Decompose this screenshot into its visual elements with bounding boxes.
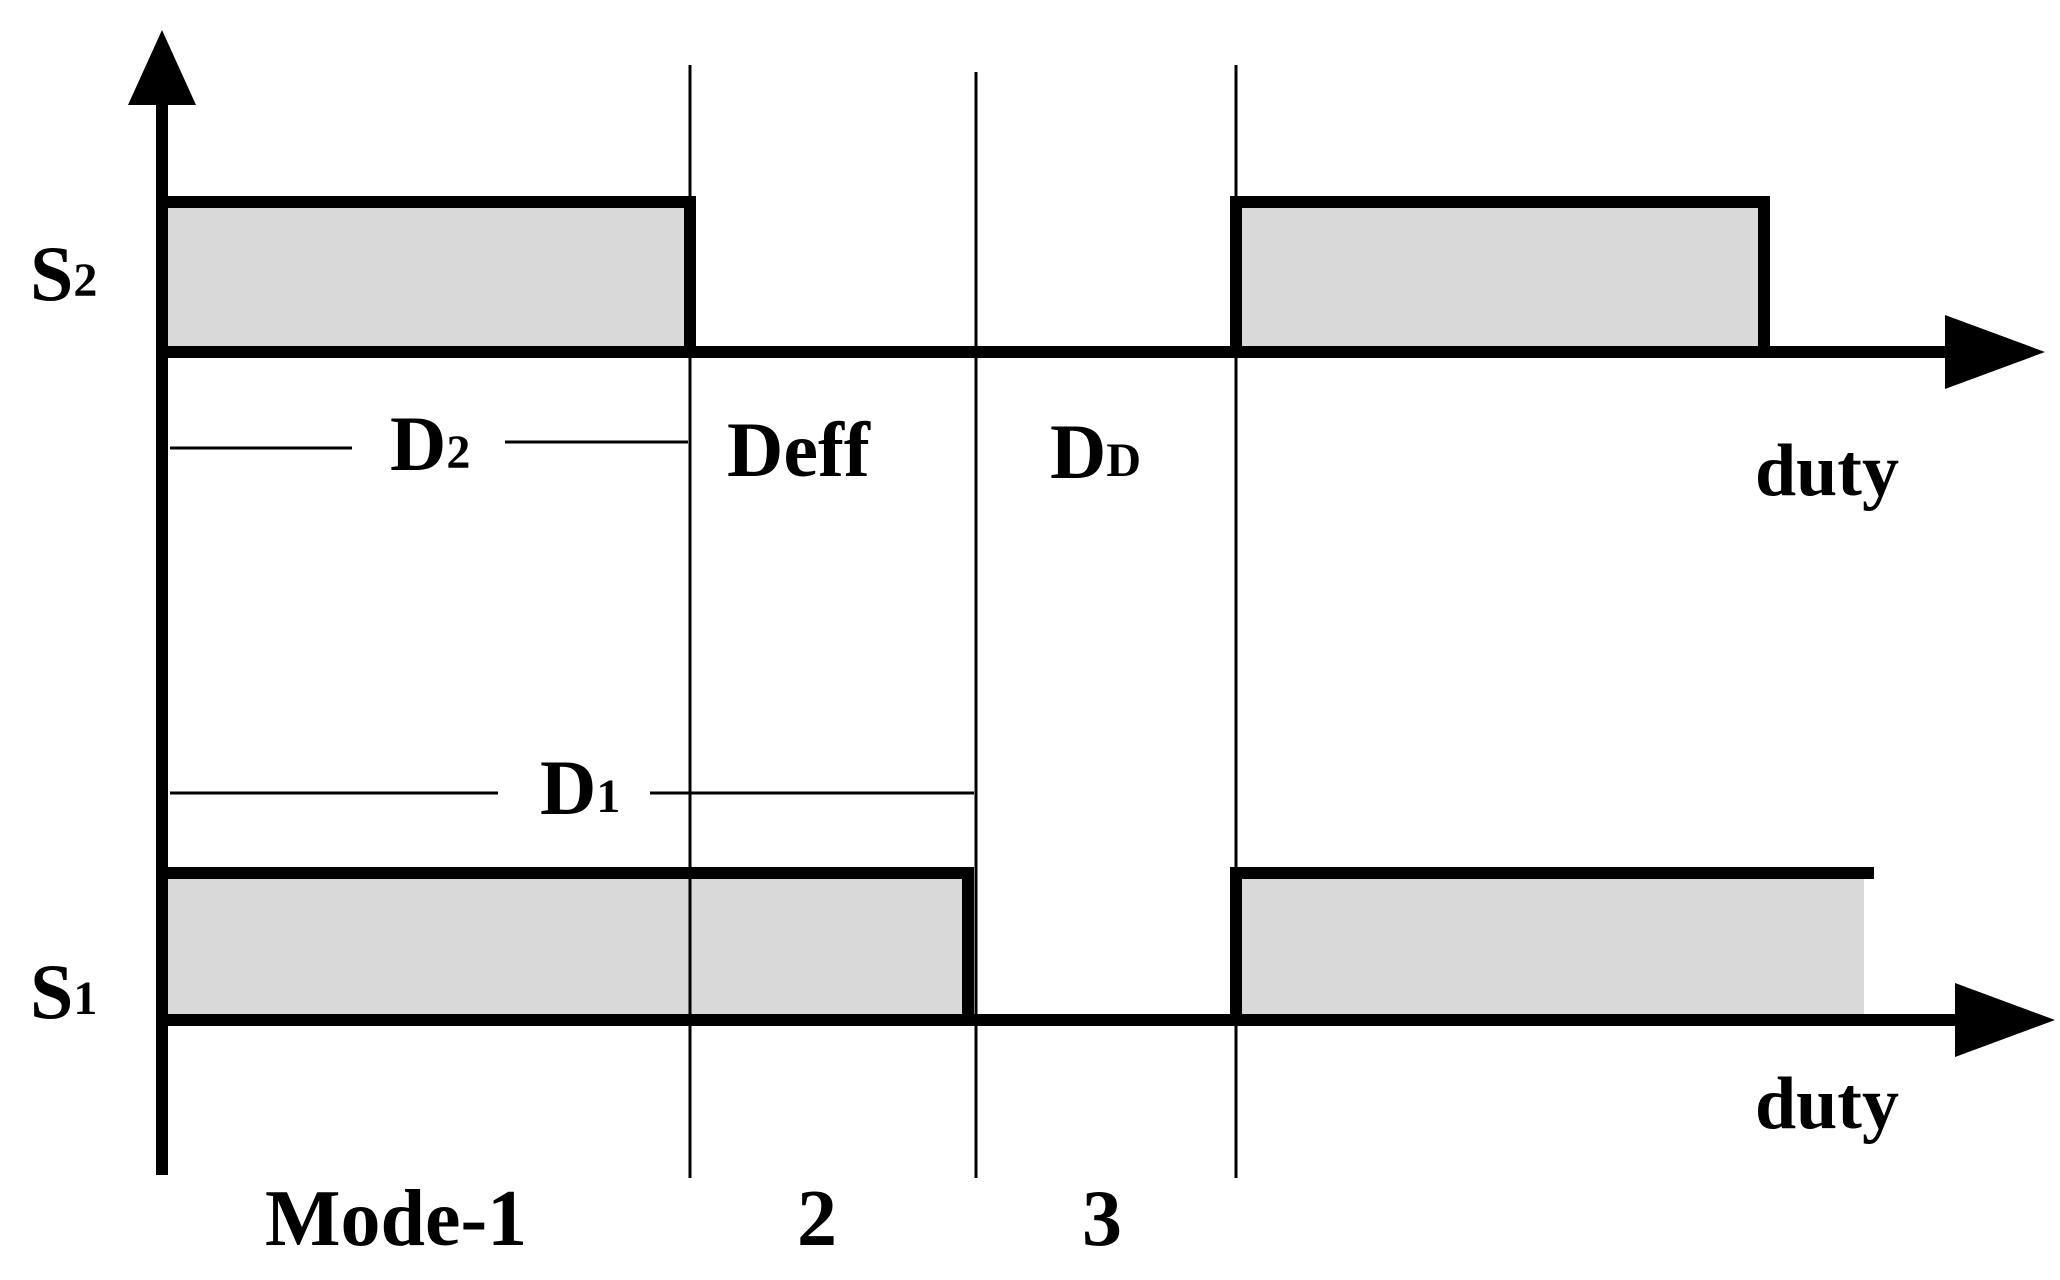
s2-pulse-2-outline <box>1230 196 1770 352</box>
d2-label-letter: D <box>390 400 446 487</box>
mode-label-3: 3 <box>1082 1175 1122 1263</box>
mode-label-2: 2 <box>797 1175 837 1263</box>
duty-axis-label-bottom: duty <box>1755 1063 1899 1145</box>
dd-label: DD <box>1050 408 1141 495</box>
s1-time-axis-arrowhead <box>1955 983 2055 1057</box>
duty-axis-label-top: duty <box>1755 430 1899 512</box>
s2-pulse-1-outline <box>162 196 696 352</box>
s2-time-axis-arrowhead <box>1945 315 2045 389</box>
d2-label-subscript: 2 <box>446 426 470 479</box>
deff-label: Deff <box>727 406 871 493</box>
d1-label-letter: D <box>540 744 596 831</box>
s1-label-subscript: 1 <box>73 972 97 1025</box>
s2-pulse-1-fill <box>168 205 690 352</box>
s1-pulse-2-fill <box>1236 876 1864 1020</box>
s1-label: S1 <box>30 948 97 1035</box>
s2-label: S2 <box>30 230 97 317</box>
s2-label-subscript: 2 <box>73 254 97 307</box>
d2-label: D2 <box>390 400 470 487</box>
s1-pulse-2-outline <box>1230 867 1874 1020</box>
mode-label-1: Mode-1 <box>265 1175 527 1263</box>
s1-label-letter: S <box>30 948 73 1035</box>
vertical-axis-arrowhead <box>128 30 196 105</box>
dd-label-letter: D <box>1050 408 1106 495</box>
s2-label-letter: S <box>30 230 73 317</box>
d1-label: D1 <box>540 744 620 831</box>
dd-label-subscript: D <box>1106 434 1141 487</box>
s2-pulse-2-fill <box>1236 205 1764 352</box>
s1-pulse-1-fill <box>168 876 970 1020</box>
s1-pulse-1-outline <box>162 867 974 1020</box>
d1-label-subscript: 1 <box>596 770 620 823</box>
